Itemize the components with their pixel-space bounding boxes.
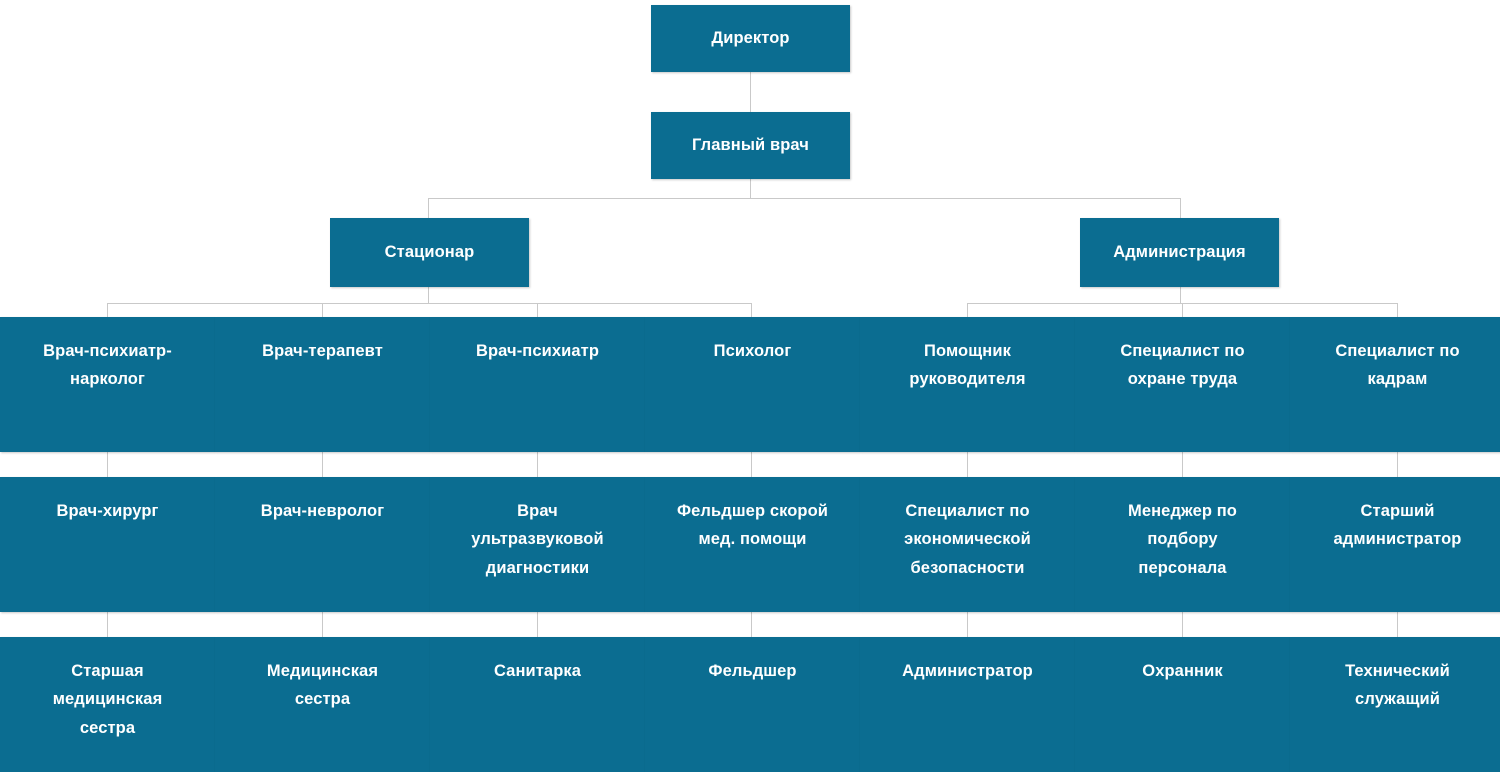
- connector-administration-drop: [1180, 198, 1181, 218]
- connector-l4-l5-col2: [322, 452, 323, 477]
- node-label: Стационар: [384, 243, 475, 262]
- node-label: Менеджер по подбору персонала: [1127, 502, 1237, 577]
- node-therapist[interactable]: Врач-терапевт: [215, 317, 430, 452]
- connector-l5-l6-col5: [967, 612, 968, 637]
- connector-hospital-stem: [428, 287, 429, 303]
- connector-l4-l5-col5: [967, 452, 968, 477]
- node-label: Специалист по кадрам: [1335, 342, 1460, 389]
- node-technical-staff[interactable]: Технический служащий: [1290, 637, 1500, 772]
- connector-l5-l6-col3: [537, 612, 538, 637]
- node-nurse[interactable]: Медицинская сестра: [215, 637, 430, 772]
- connector-administration-child-1-drop: [967, 303, 968, 317]
- node-label: Врач ультразвуковой диагностики: [471, 502, 604, 577]
- connector-head-doctor-bus: [428, 198, 1180, 199]
- connector-hospital-drop: [428, 198, 429, 218]
- node-label: Врач-невролог: [260, 502, 385, 520]
- connector-l5-l6-col4: [751, 612, 752, 637]
- node-label: Помощник руководителя: [909, 342, 1026, 389]
- node-head-doctor[interactable]: Главный врач: [651, 112, 850, 179]
- node-labor-safety-specialist[interactable]: Специалист по охране труда: [1075, 317, 1290, 452]
- node-label: Охранник: [1142, 662, 1223, 680]
- node-label: Врач-хирург: [56, 502, 159, 520]
- node-senior-administrator[interactable]: Старший администратор: [1290, 477, 1500, 612]
- connector-hospital-bus: [107, 303, 751, 304]
- node-label: Технический служащий: [1345, 662, 1450, 709]
- connector-administration-child-3-drop: [1397, 303, 1398, 317]
- node-director[interactable]: Директор: [651, 5, 850, 72]
- node-emergency-paramedic[interactable]: Фельдшер скорой мед. помощи: [645, 477, 860, 612]
- connector-l4-l5-col3: [537, 452, 538, 477]
- connector-l5-l6-col1: [107, 612, 108, 637]
- node-surgeon[interactable]: Врач-хирург: [0, 477, 215, 612]
- node-label: Директор: [711, 29, 790, 48]
- node-assistant-manager[interactable]: Помощник руководителя: [860, 317, 1075, 452]
- connector-l4-l5-col4: [751, 452, 752, 477]
- node-psychiatrist-narcologist[interactable]: Врач-психиатр- нарколог: [0, 317, 215, 452]
- node-label: Медицинская сестра: [266, 662, 379, 709]
- node-head-nurse[interactable]: Старшая медицинская сестра: [0, 637, 215, 772]
- connector-l5-l6-col2: [322, 612, 323, 637]
- node-label: Главный врач: [692, 136, 809, 155]
- node-administration[interactable]: Администрация: [1080, 218, 1279, 287]
- node-recruitment-manager[interactable]: Менеджер по подбору персонала: [1075, 477, 1290, 612]
- node-label: Администрация: [1113, 243, 1246, 262]
- node-hr-specialist[interactable]: Специалист по кадрам: [1290, 317, 1500, 452]
- node-paramedic[interactable]: Фельдшер: [645, 637, 860, 772]
- connector-l5-l6-col7: [1397, 612, 1398, 637]
- node-label: Старший администратор: [1333, 502, 1462, 549]
- node-orderly[interactable]: Санитарка: [430, 637, 645, 772]
- connector-l5-l6-col6: [1182, 612, 1183, 637]
- connector-hospital-child-1-drop: [107, 303, 108, 317]
- connector-l4-l5-col6: [1182, 452, 1183, 477]
- node-label: Старшая медицинская сестра: [52, 662, 163, 737]
- node-label: Психолог: [713, 342, 792, 360]
- connector-hospital-child-3-drop: [537, 303, 538, 317]
- node-label: Врач-психиатр- нарколог: [43, 342, 172, 389]
- connector-hospital-child-4-drop: [751, 303, 752, 317]
- node-label: Врач-терапевт: [262, 342, 383, 360]
- node-label: Врач-психиатр: [475, 342, 600, 360]
- node-neurologist[interactable]: Врач-невролог: [215, 477, 430, 612]
- connector-head-doctor-stem: [750, 179, 751, 198]
- node-psychiatrist[interactable]: Врач-психиатр: [430, 317, 645, 452]
- node-label: Специалист по экономической безопасности: [904, 502, 1031, 577]
- node-psychologist[interactable]: Психолог: [645, 317, 860, 452]
- connector-hospital-child-2-drop: [322, 303, 323, 317]
- connector-director-to-head-doctor: [750, 72, 751, 112]
- node-label: Фельдшер: [708, 662, 797, 680]
- node-administrator[interactable]: Администратор: [860, 637, 1075, 772]
- connector-l4-l5-col1: [107, 452, 108, 477]
- node-label: Специалист по охране труда: [1120, 342, 1245, 389]
- node-label: Администратор: [902, 662, 1033, 680]
- connector-administration-child-2-drop: [1182, 303, 1183, 317]
- node-security-guard[interactable]: Охранник: [1075, 637, 1290, 772]
- node-economic-security-specialist[interactable]: Специалист по экономической безопасности: [860, 477, 1075, 612]
- node-ultrasound-doctor[interactable]: Врач ультразвуковой диагностики: [430, 477, 645, 612]
- connector-administration-stem: [1180, 287, 1181, 303]
- node-hospital[interactable]: Стационар: [330, 218, 529, 287]
- connector-l4-l5-col7: [1397, 452, 1398, 477]
- node-label: Фельдшер скорой мед. помощи: [676, 502, 829, 549]
- node-label: Санитарка: [493, 662, 582, 680]
